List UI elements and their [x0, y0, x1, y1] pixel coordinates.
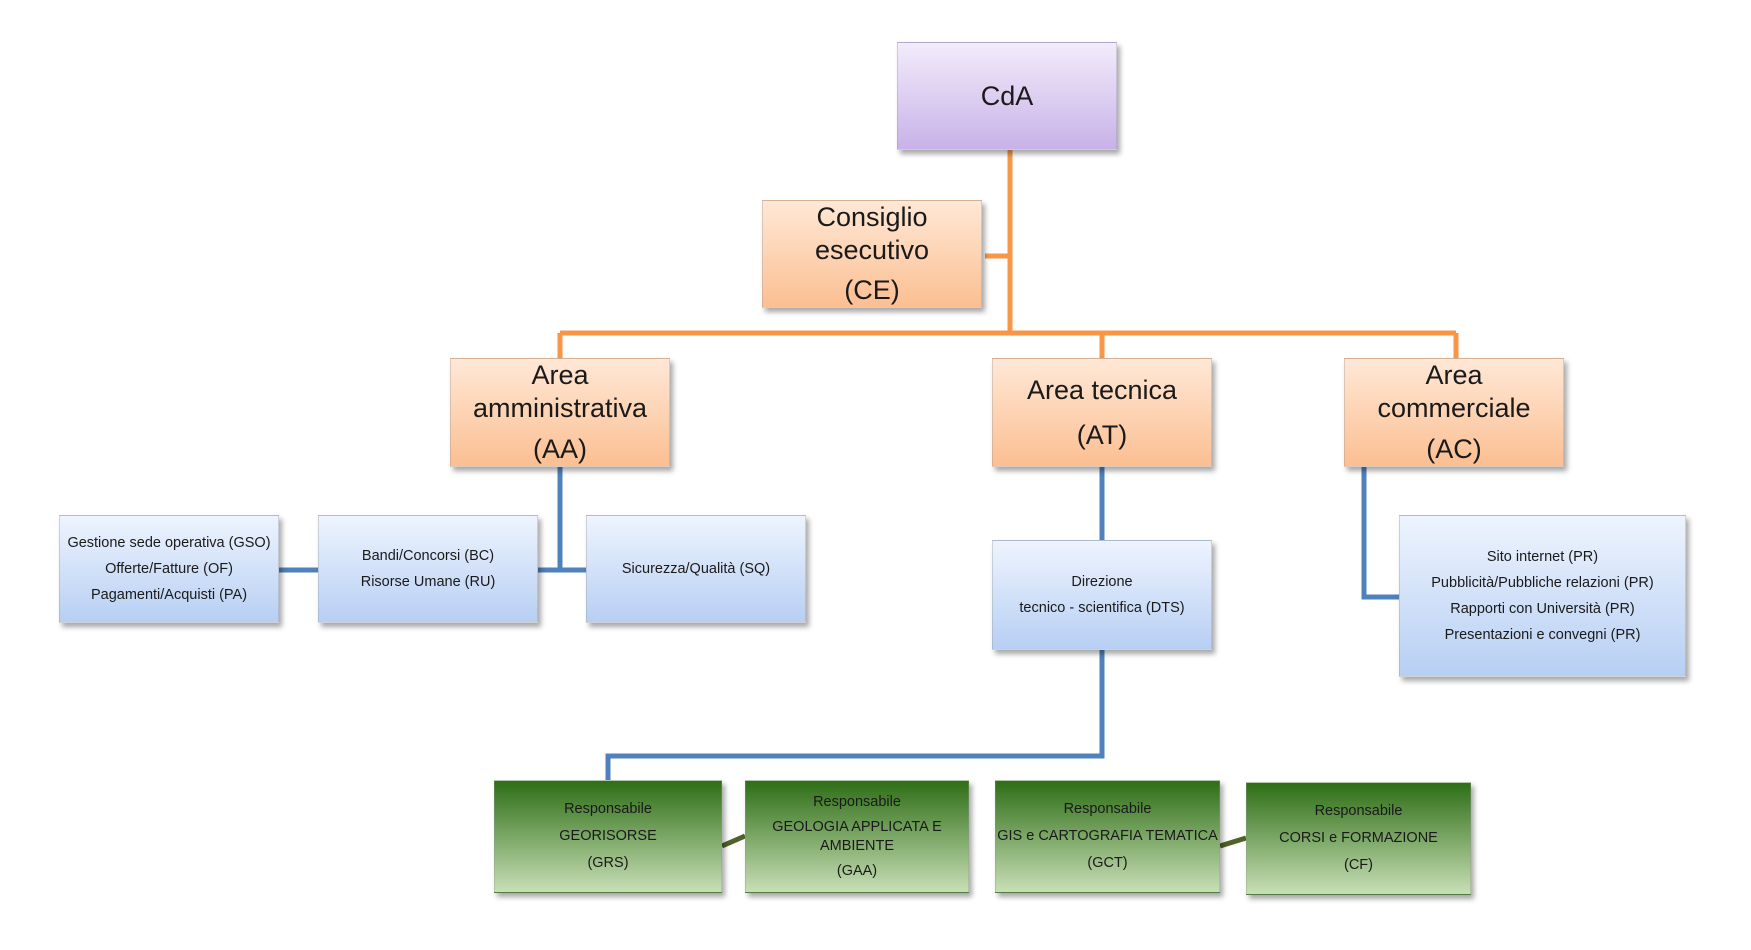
responsabile-grs-box: Responsabile GEORISORSE (GRS): [494, 780, 722, 893]
responsabile-gaa-title: Responsabile: [813, 793, 901, 810]
commercial-line-4: Presentazioni e convegni (PR): [1444, 627, 1641, 643]
area-aa-line-1: Area: [531, 360, 589, 390]
admin-unit-bc-box: Bandi/Concorsi (BC) Risorse Umane (RU): [318, 515, 538, 623]
commercial-line-1: Sito internet (PR): [1486, 549, 1599, 565]
area-at-line-1: Area tecnica: [1026, 374, 1178, 405]
admin-unit-gso-line-1: Gestione sede operativa (GSO): [67, 535, 271, 551]
area-commerciale-box: Area commerciale (AC): [1344, 358, 1564, 467]
responsabile-cf-code: (CF): [1344, 857, 1373, 873]
area-at-code: (AT): [1076, 419, 1128, 450]
ce-code: (CE): [844, 275, 900, 305]
responsabile-gaa-line-1: GEOLOGIA APPLICATA E: [772, 818, 942, 835]
blue-connectors: [279, 467, 1399, 780]
responsabile-grs-code: (GRS): [587, 855, 629, 871]
dts-line-1: Direzione: [1071, 574, 1133, 590]
connector-green-2: [1219, 835, 1247, 849]
dts-box: Direzione tecnico - scientifica (DTS): [992, 540, 1212, 650]
admin-unit-gso-box: Gestione sede operativa (GSO) Offerte/Fa…: [59, 515, 279, 623]
area-aa-code: (AA): [533, 434, 587, 464]
responsabile-cf-box: Responsabile CORSI e FORMAZIONE (CF): [1246, 782, 1471, 895]
ce-line-1: Consiglio: [816, 202, 928, 232]
admin-unit-gso-line-3: Pagamenti/Acquisti (PA): [90, 587, 248, 603]
ce-box: Consiglio esecutivo (CE): [762, 200, 982, 308]
admin-unit-sq-box: Sicurezza/Qualità (SQ): [586, 515, 806, 623]
area-ac-code: (AC): [1426, 434, 1482, 464]
commercial-line-3: Rapporti con Università (PR): [1450, 601, 1635, 617]
connector-ac-commercial: [1361, 467, 1399, 600]
green-connectors: [721, 833, 1247, 849]
commercial-line-2: Pubblicità/Pubbliche relazioni (PR): [1431, 575, 1654, 591]
cda-label: CdA: [980, 80, 1034, 111]
responsabile-gaa-line-2: AMBIENTE: [819, 837, 895, 854]
responsabile-cf-title: Responsabile: [1314, 803, 1403, 819]
responsabile-gct-line-1: GIS e CARTOGRAFIA TEMATICA: [997, 828, 1218, 844]
responsabile-grs-title: Responsabile: [564, 801, 652, 817]
area-tecnica-box: Area tecnica (AT): [992, 358, 1212, 467]
area-aa-line-2: amministrativa: [472, 393, 648, 423]
admin-unit-bc-line-1: Bandi/Concorsi (BC): [361, 548, 495, 564]
responsabile-gaa-box: Responsabile GEOLOGIA APPLICATA E AMBIEN…: [745, 780, 969, 893]
admin-unit-gso-line-2: Offerte/Fatture (OF): [105, 561, 233, 577]
ce-line-2: esecutivo: [814, 235, 930, 265]
responsabile-grs-line-1: GEORISORSE: [559, 828, 657, 844]
area-ac-line-1: Area: [1425, 360, 1483, 390]
responsabile-gaa-code: (GAA): [836, 862, 878, 879]
responsabile-gct-code: (GCT): [1087, 855, 1128, 871]
responsabile-cf-line-1: CORSI e FORMAZIONE: [1279, 830, 1438, 846]
cda-box: CdA: [897, 42, 1117, 150]
responsabile-gct-title: Responsabile: [1063, 801, 1152, 817]
area-ac-line-2: commerciale: [1377, 393, 1531, 423]
responsabile-gct-box: Responsabile GIS e CARTOGRAFIA TEMATICA …: [995, 780, 1220, 893]
connector-dts-responsabili: [605, 650, 1105, 780]
orange-connectors: [557, 150, 1459, 358]
area-amministrativa-box: Area amministrativa (AA): [450, 358, 670, 467]
dts-line-2: tecnico - scientifica (DTS): [1019, 600, 1185, 616]
admin-unit-sq-line-1: Sicurezza/Qualità (SQ): [621, 561, 771, 577]
connector-green-1: [721, 833, 746, 849]
admin-unit-bc-line-2: Risorse Umane (RU): [360, 574, 496, 590]
commercial-box: Sito internet (PR) Pubblicità/Pubbliche …: [1399, 515, 1686, 677]
